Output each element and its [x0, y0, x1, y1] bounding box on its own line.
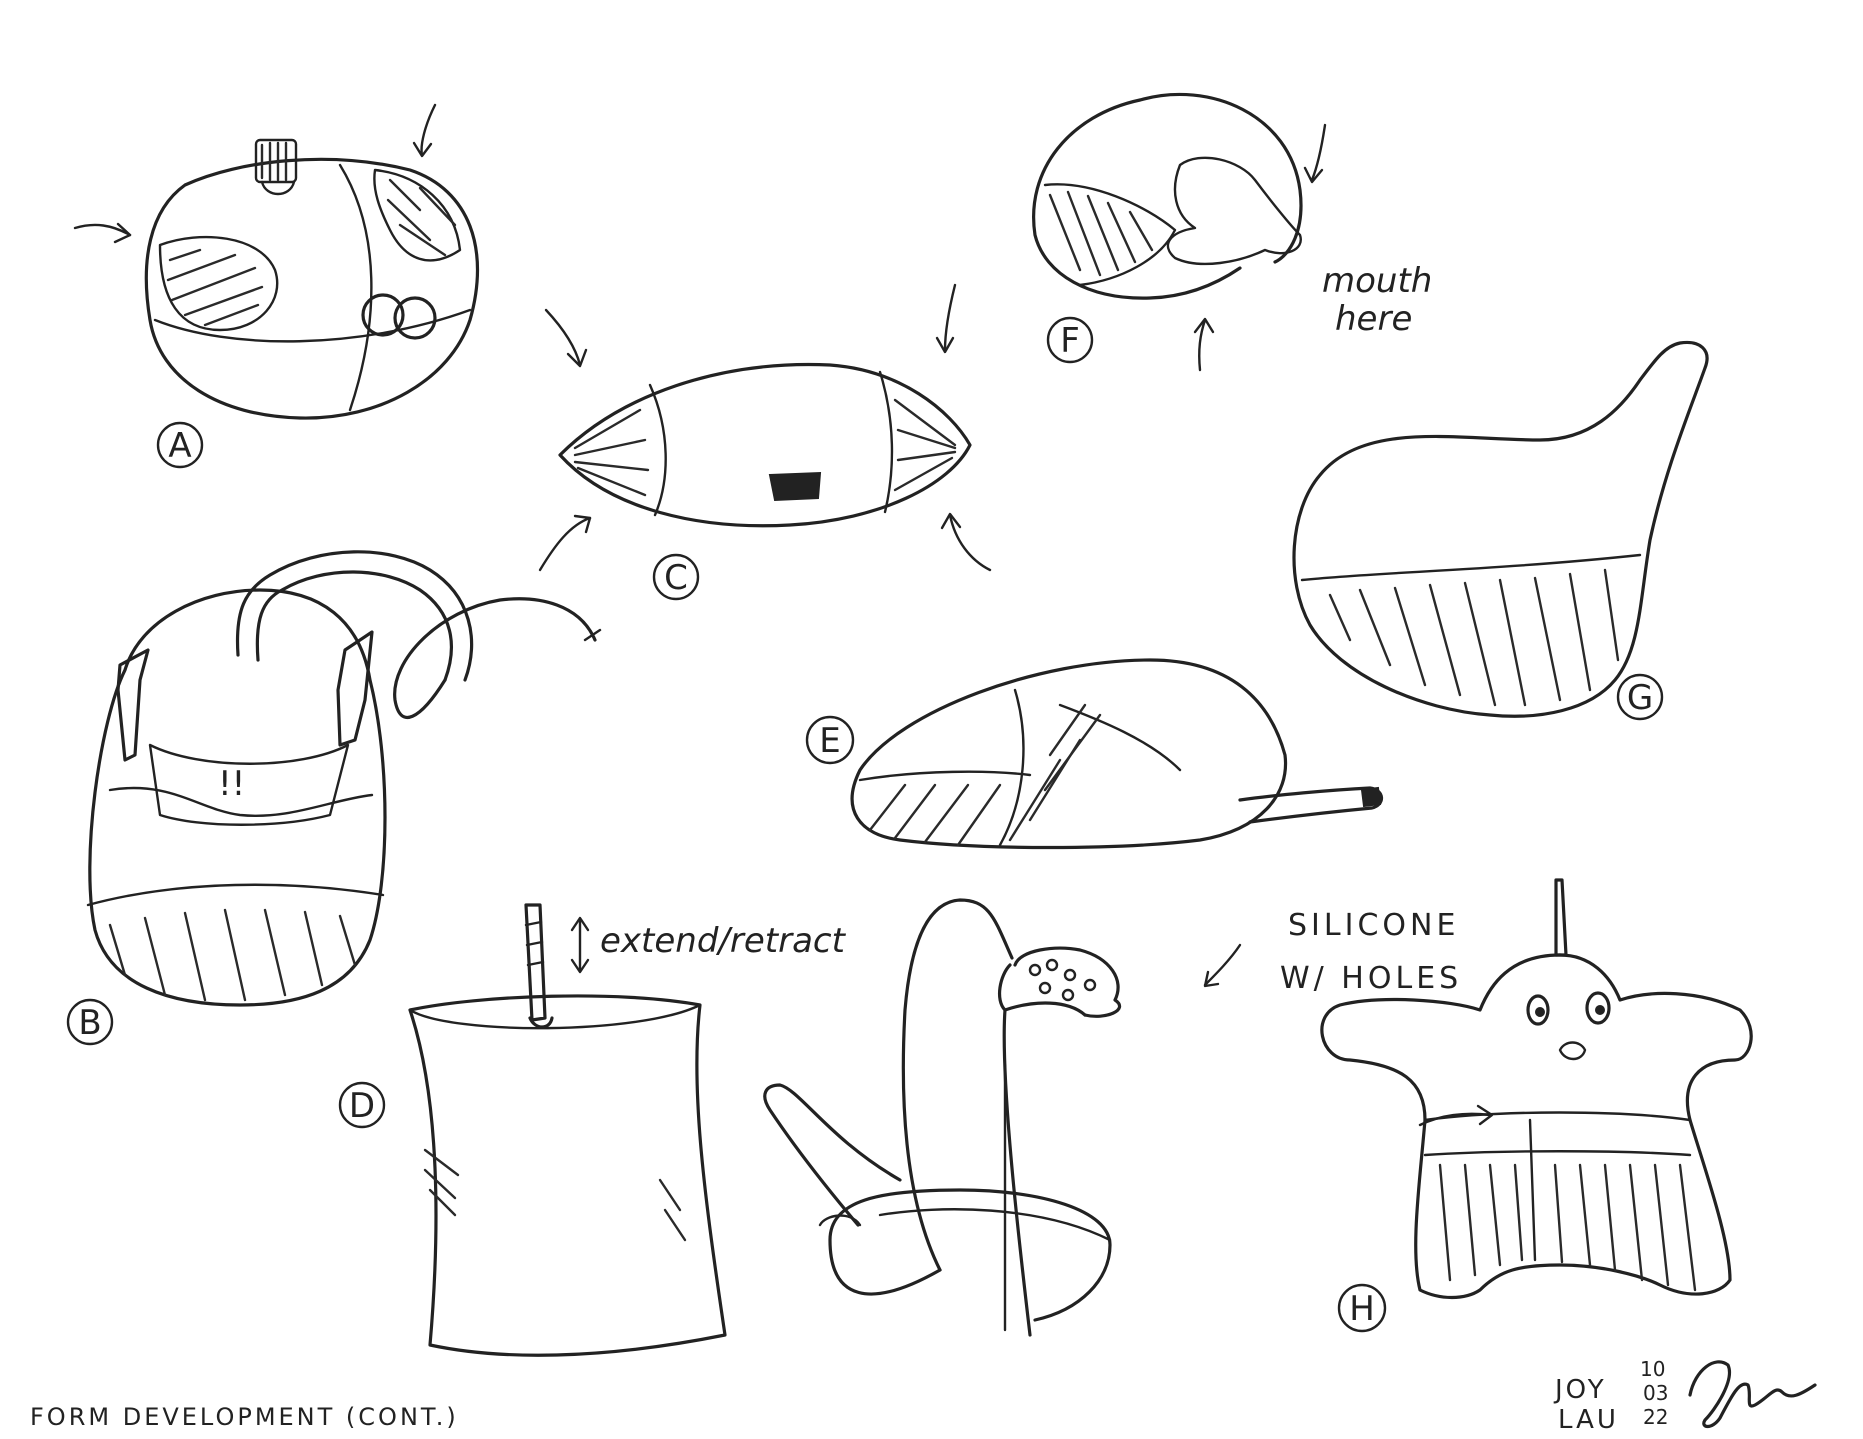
label-e: E	[805, 715, 855, 765]
label-a: A	[156, 421, 204, 469]
page-title: FORM DEVELOPMENT (CONT.)	[30, 1403, 459, 1431]
sketch-d	[408, 903, 727, 1357]
svg-text:B: B	[78, 1003, 101, 1043]
svg-text:E: E	[819, 721, 840, 761]
annotation-mouth-line2: here	[1335, 299, 1412, 339]
sketch-c-hatch-left	[573, 408, 650, 497]
date-day: 10	[1640, 1357, 1665, 1381]
label-f: F	[1046, 316, 1094, 364]
sketch-h-mouth	[1558, 1041, 1587, 1061]
sketch-a-hatch-right	[386, 178, 457, 257]
date-month: 03	[1643, 1381, 1668, 1405]
sketch-a-eye-1	[361, 293, 405, 337]
sketch-d-hatch	[423, 1148, 687, 1242]
svg-text:C: C	[664, 558, 688, 598]
svg-text:G: G	[1627, 678, 1653, 718]
sketch-a-hatch-left	[166, 248, 264, 327]
sketch-e	[850, 658, 1384, 850]
sketch-c-hatch-right	[893, 398, 957, 492]
svg-text:F: F	[1060, 321, 1080, 361]
label-g: G	[1616, 673, 1664, 721]
sketch-h-hatch	[1438, 1163, 1697, 1292]
silicone-holes	[1028, 958, 1097, 1002]
sketch-b-marks: !!	[218, 764, 245, 804]
annotation-silicone-line1: SILICONE	[1288, 908, 1459, 943]
label-b: B	[66, 998, 114, 1046]
sketch-f-hatch	[1048, 190, 1154, 277]
label-d: D	[338, 1081, 386, 1129]
label-c: C	[652, 553, 700, 601]
sketch-a	[73, 103, 480, 420]
sketch-c	[538, 283, 992, 572]
sketch-e-hatch	[868, 703, 1102, 847]
sketch-g-hatch	[1328, 568, 1620, 707]
svg-text:H: H	[1349, 1289, 1375, 1329]
annotation-silicone-line2: W/ HOLES	[1280, 961, 1462, 996]
author-last: LAU	[1558, 1405, 1619, 1435]
sketch-creature	[763, 898, 1242, 1337]
mouth-flap	[1166, 156, 1302, 266]
annotation-extend: extend/retract	[600, 921, 847, 961]
sketch-h-eye-right	[1585, 991, 1611, 1025]
sketch-f	[1032, 92, 1327, 372]
sketch-b-hatch	[108, 908, 357, 1002]
author-first: JOY	[1553, 1375, 1607, 1405]
sketch-b: !!	[86, 550, 602, 1007]
label-h: H	[1337, 1283, 1387, 1333]
sketch-g	[1292, 340, 1709, 718]
svg-text:D: D	[349, 1086, 375, 1126]
svg-text:A: A	[168, 426, 191, 466]
sketch-h	[1320, 878, 1753, 1300]
sketch-h-eye-left	[1526, 994, 1550, 1026]
sketch-c-port	[768, 471, 822, 502]
date-year: 22	[1643, 1405, 1668, 1429]
signature	[1688, 1360, 1817, 1429]
sketch-a-eye-2	[393, 296, 437, 340]
knob	[254, 138, 298, 184]
annotation-mouth-line1: mouth	[1322, 261, 1432, 301]
